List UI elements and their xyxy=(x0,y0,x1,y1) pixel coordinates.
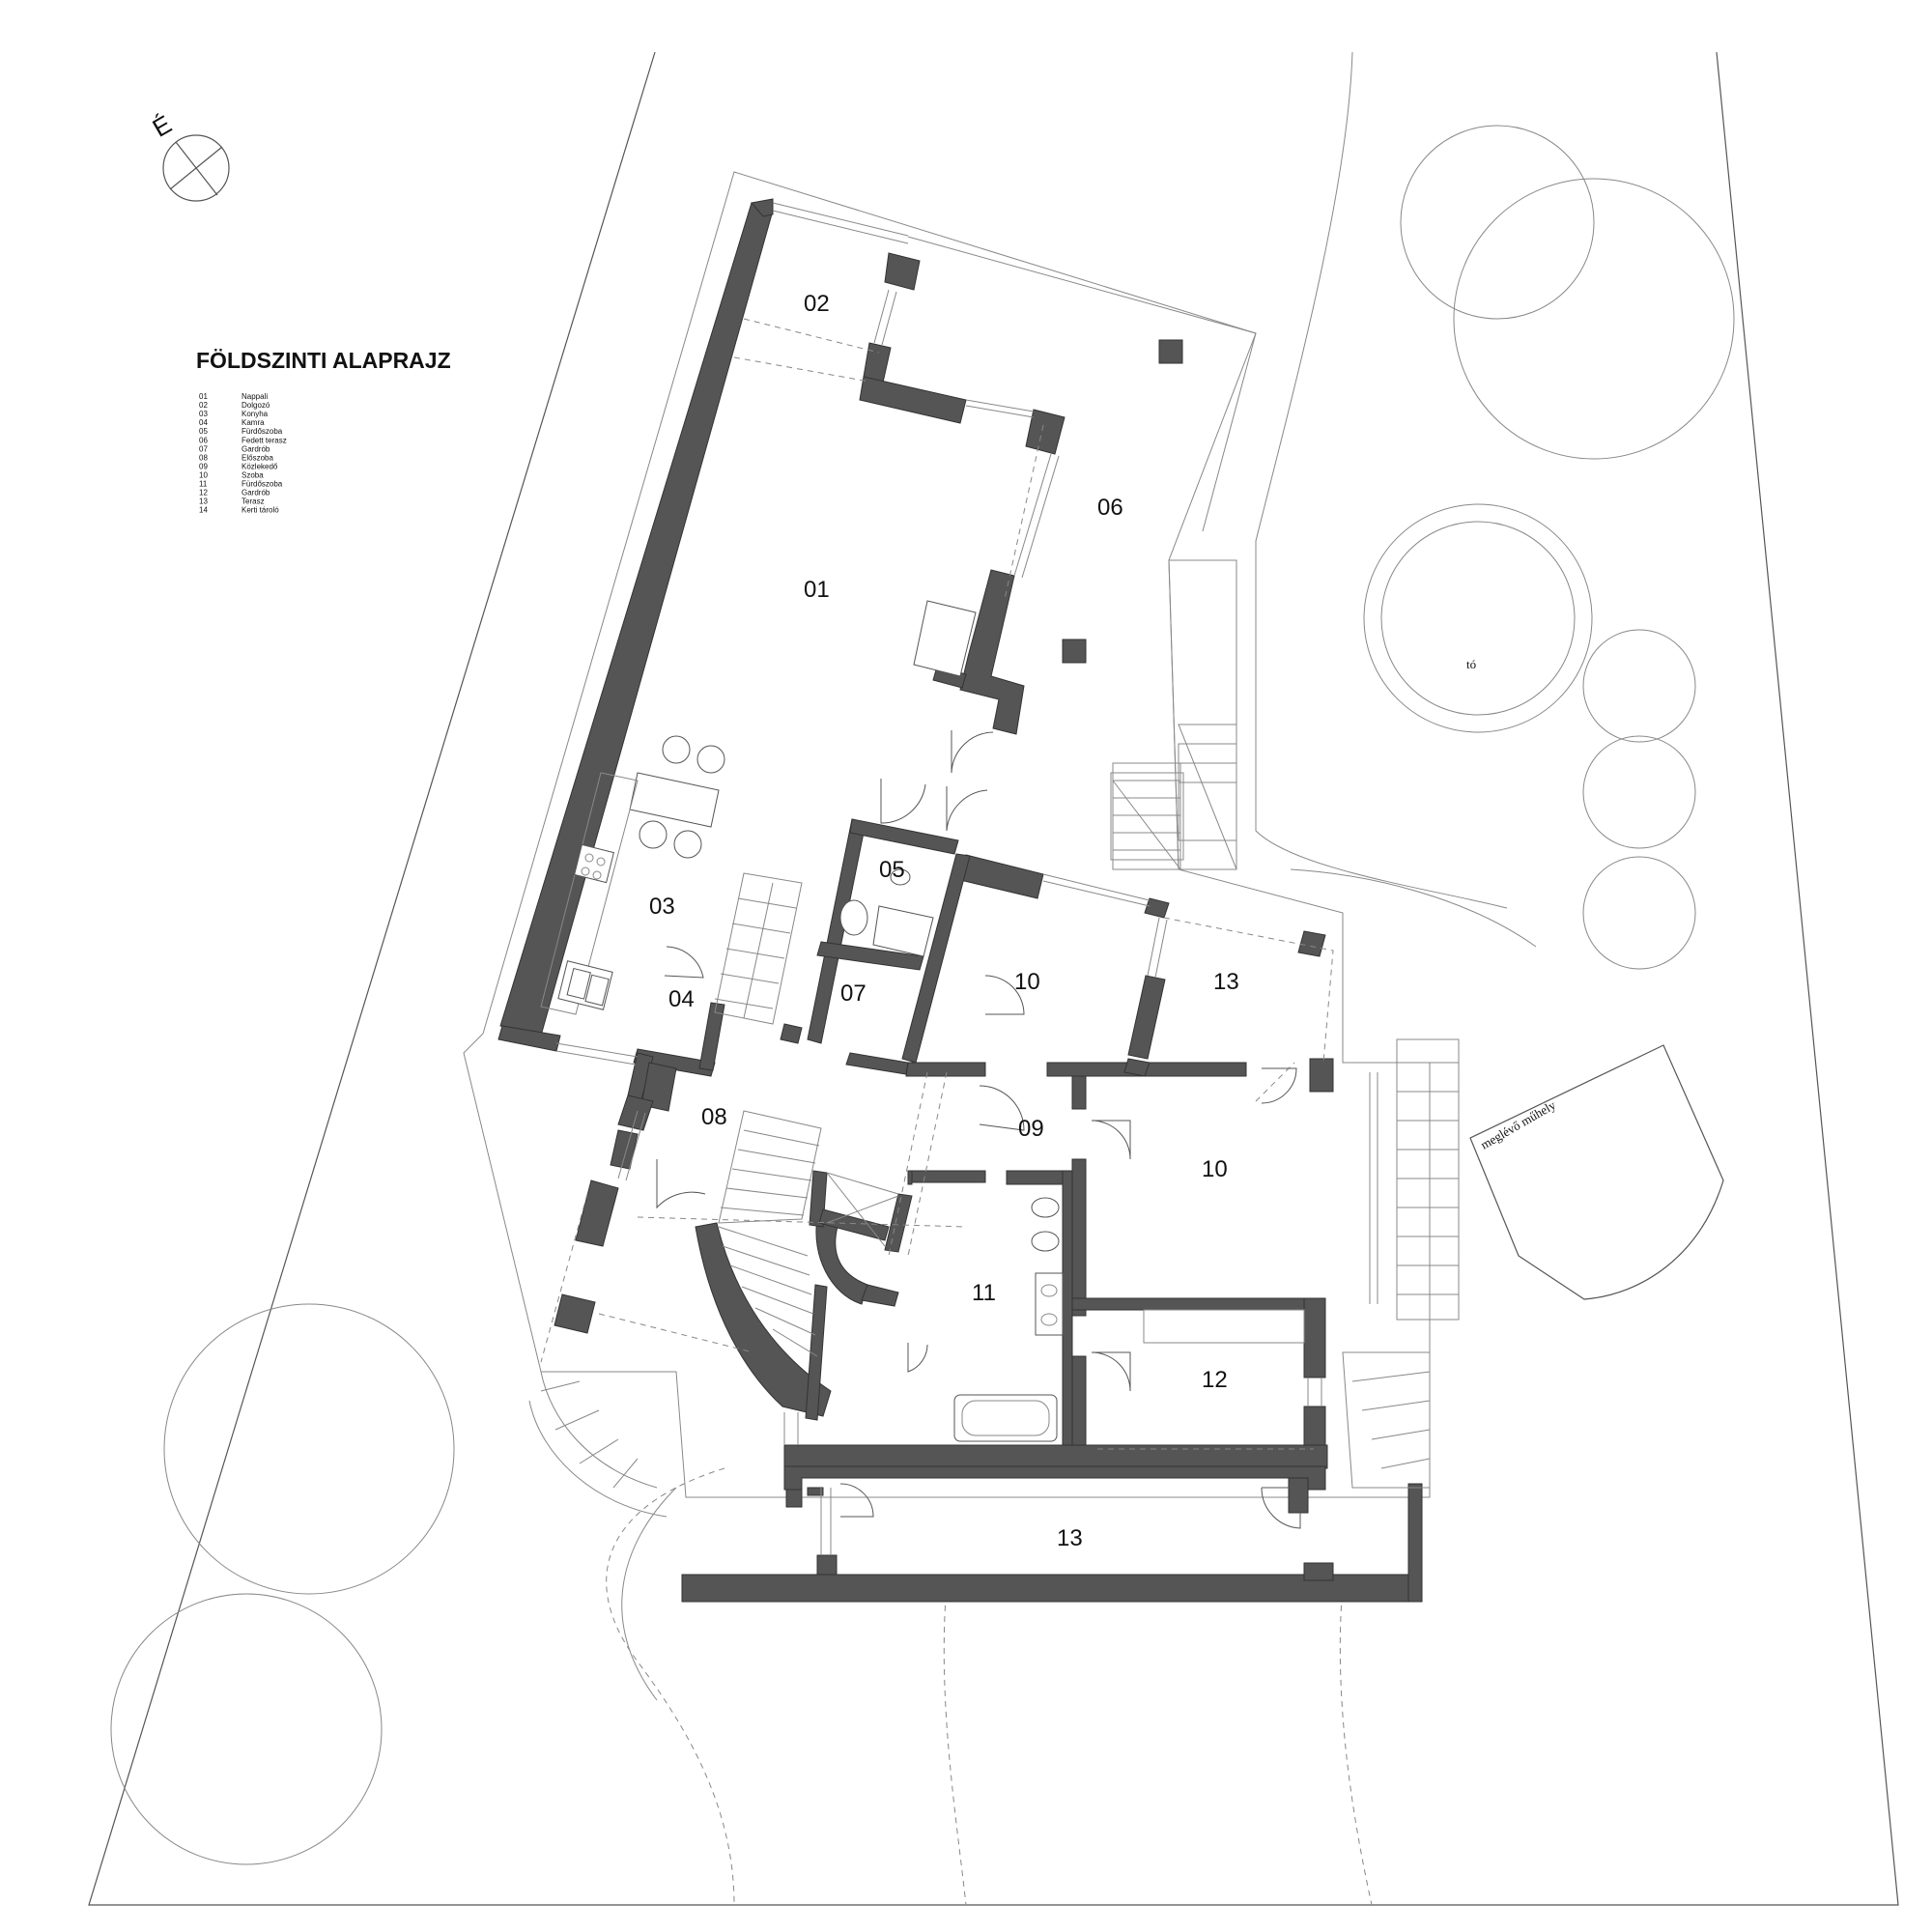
legend-room-name: Terasz xyxy=(242,497,265,506)
legend-number: 04 xyxy=(199,418,208,427)
room-label-01: 01 xyxy=(804,577,830,603)
room-label-06: 06 xyxy=(1097,495,1123,521)
legend-room-name: Előszoba xyxy=(242,453,273,462)
room-label-04: 04 xyxy=(668,986,695,1012)
site-outline xyxy=(88,51,1899,1906)
legend-room-name: Kerti tároló xyxy=(242,506,279,515)
room-label-11: 11 xyxy=(972,1280,996,1306)
legend-number: 07 xyxy=(199,444,208,453)
room-label-12: 12 xyxy=(1202,1367,1228,1393)
terrace-column xyxy=(1062,639,1087,664)
room-label-07: 07 xyxy=(840,980,867,1007)
legend-number: 02 xyxy=(199,401,208,410)
legend-room-name: Közlekedő xyxy=(242,462,278,470)
doors xyxy=(656,730,1301,1529)
room-label-10b: 10 xyxy=(1202,1156,1228,1182)
covered-terrace-outline xyxy=(907,236,1257,664)
legend-number: 14 xyxy=(199,506,208,515)
legend-number: 05 xyxy=(199,427,208,436)
legend-number: 10 xyxy=(199,470,208,479)
trees xyxy=(110,125,1735,1865)
walls xyxy=(497,198,1423,1603)
room-label-08: 08 xyxy=(701,1104,727,1130)
plan-title: FÖLDSZINTI ALAPRAJZ xyxy=(196,348,451,373)
room-label-02: 02 xyxy=(804,291,830,317)
windows xyxy=(555,202,1378,1555)
room-label-10a: 10 xyxy=(1014,969,1040,995)
workshop-building xyxy=(1469,1044,1724,1300)
legend-number: 06 xyxy=(199,436,208,444)
building-outlines xyxy=(463,171,1431,1498)
legend-room-name: Nappali xyxy=(242,392,268,401)
legend-number: 13 xyxy=(199,497,208,506)
legend-room-name: Konyha xyxy=(242,410,269,418)
legend-room-name: Fürdőszoba xyxy=(242,480,283,489)
room-label-13a: 13 xyxy=(1213,969,1239,995)
legend-room-name: Gardrób xyxy=(242,489,270,497)
legend-number: 03 xyxy=(199,410,208,418)
legend-room-name: Szoba xyxy=(242,470,264,479)
roof-overhang-lines xyxy=(540,318,1334,1450)
stairs xyxy=(528,743,1460,1518)
legend-number: 08 xyxy=(199,453,208,462)
room-label-03: 03 xyxy=(649,894,675,920)
room-labels: 02 06 01 05 03 04 07 10 13 08 09 10 11 1… xyxy=(649,291,1239,1551)
legend-room-name: Gardrób xyxy=(242,444,270,453)
pond-label: tó xyxy=(1466,657,1476,671)
legend-number: 12 xyxy=(199,489,208,497)
legend-number: 09 xyxy=(199,462,208,470)
legend-room-name: Dolgozó xyxy=(242,401,270,410)
legend-room-name: Kamra xyxy=(242,418,265,427)
fixtures xyxy=(540,600,1305,1442)
room-label-13b: 13 xyxy=(1057,1525,1083,1551)
legend-room-name: Fedett terasz xyxy=(242,436,287,444)
room-label-09: 09 xyxy=(1018,1116,1044,1142)
north-arrow: É xyxy=(148,109,230,202)
north-label: É xyxy=(148,109,177,143)
room-label-05: 05 xyxy=(879,857,905,883)
legend-number: 01 xyxy=(199,392,208,401)
legend-number: 11 xyxy=(199,480,208,489)
terrace-column xyxy=(1158,339,1183,364)
workshop-label: meglévő műhely xyxy=(1478,1097,1558,1152)
legend-room-name: Fürdőszoba xyxy=(242,427,283,436)
